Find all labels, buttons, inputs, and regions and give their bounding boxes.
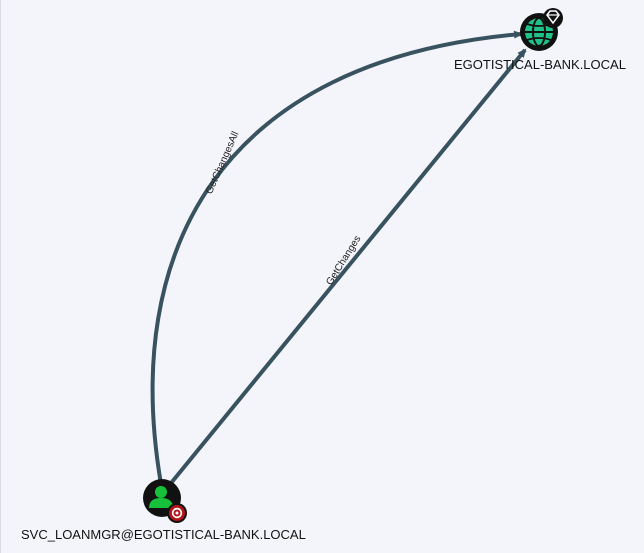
diamond-icon (543, 8, 563, 28)
edge-label-getchanges: GetChanges (324, 234, 363, 287)
user-node[interactable] (143, 479, 187, 523)
user-icon (149, 486, 173, 508)
user-label: SVC_LOANMGR@EGOTISTICAL-BANK.LOCAL (21, 527, 306, 542)
domain-label: EGOTISTICAL-BANK.LOCAL (454, 57, 626, 72)
edge-getchangesall[interactable]: GetChangesAll (150, 30, 523, 485)
target-icon (167, 503, 187, 523)
edge-getchanges[interactable]: GetChanges (165, 48, 527, 490)
edge-label-getchangesall: GetChangesAll (204, 130, 241, 196)
domain-node[interactable] (520, 8, 563, 51)
